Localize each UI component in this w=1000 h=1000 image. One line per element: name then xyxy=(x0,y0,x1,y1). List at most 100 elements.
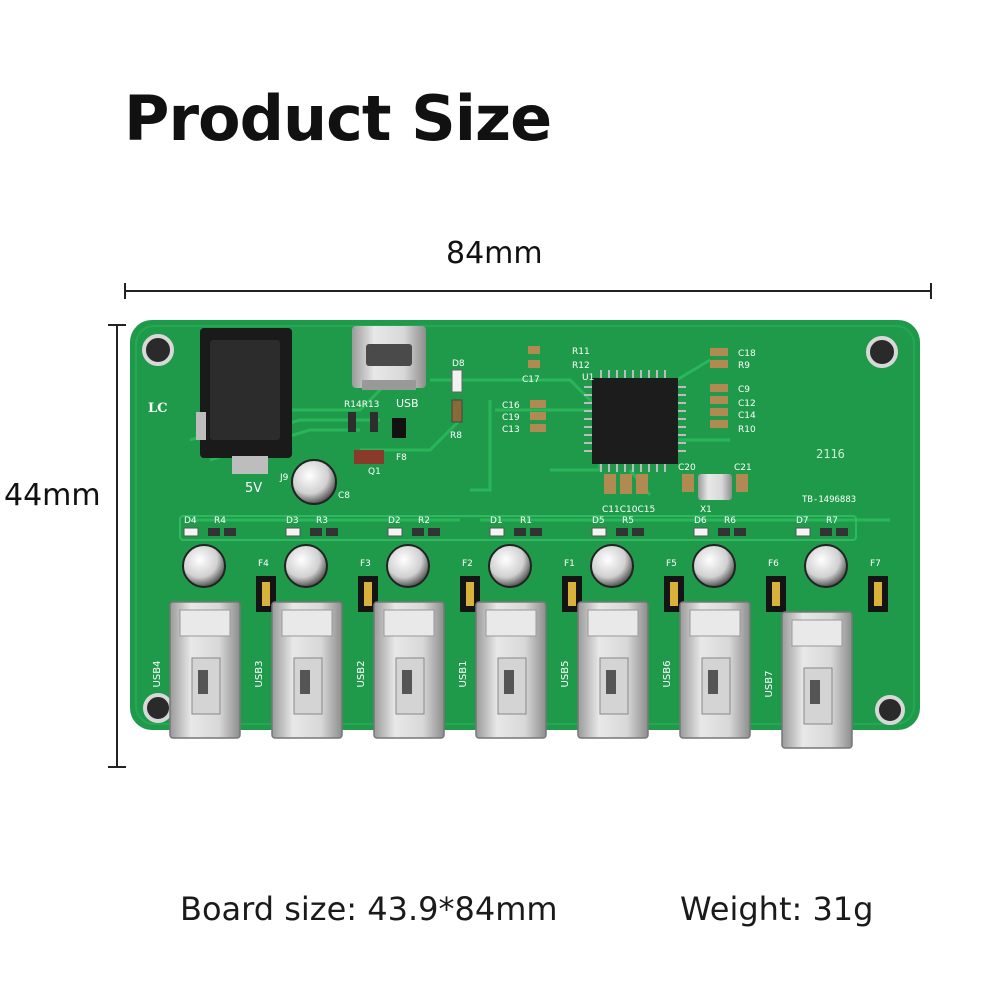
power-silk-label: 5V xyxy=(245,481,262,496)
usb-port-silk-label: USB5 xyxy=(560,661,571,688)
polyfuse: F4 xyxy=(256,559,276,612)
width-dimension-label: 84mm xyxy=(446,236,543,271)
polyfuse: F1 xyxy=(562,559,582,612)
resistor-chip xyxy=(412,528,424,536)
c17-silk: C17 xyxy=(522,375,540,385)
fuse-silk-label: F1 xyxy=(564,559,575,569)
fuse-silk-label: F7 xyxy=(870,559,881,569)
electrolytic-capacitor xyxy=(182,544,226,588)
led-silk-label: D1 xyxy=(490,516,503,526)
c16-silk: C16 xyxy=(502,401,520,411)
fuse-silk-label: F6 xyxy=(768,559,779,569)
resistor-chip xyxy=(632,528,644,536)
usb-a-port: USB5 xyxy=(560,601,649,739)
led-indicator: D7 R7 xyxy=(795,516,848,537)
resistor-chip xyxy=(530,528,542,536)
usb-a-port: USB7 xyxy=(764,611,853,749)
logo-silk-label: LC xyxy=(148,401,168,416)
c11c10c15-silk: C11C10C15 xyxy=(602,505,655,515)
u1-silk: U1 xyxy=(582,373,594,383)
led-silk-label: D5 xyxy=(592,516,605,526)
c12-silk: C12 xyxy=(738,399,756,409)
r11-silk: R11 xyxy=(572,347,590,357)
smd-caps-right-of-chip xyxy=(710,348,728,428)
usb-port-silk-label: USB1 xyxy=(458,661,469,688)
r8-silk: R8 xyxy=(450,431,462,441)
usb-port-silk-label: USB6 xyxy=(662,661,673,688)
usb-a-port: USB6 xyxy=(662,601,751,739)
serial-silk: TB-1496883 xyxy=(802,495,856,505)
c20-silk: C20 xyxy=(678,463,696,473)
f8-silk: F8 xyxy=(396,453,407,463)
resistor-silk-label: R7 xyxy=(826,516,838,526)
x1-silk: X1 xyxy=(700,505,712,515)
c21-silk: C21 xyxy=(734,463,752,473)
led-chip xyxy=(591,527,607,537)
d8-silk: D8 xyxy=(452,359,465,369)
polyfuse: F6 xyxy=(766,559,786,612)
led-indicator: D5 R5 xyxy=(591,516,644,537)
resistor-chip xyxy=(310,528,322,536)
dc-power-jack xyxy=(196,328,292,474)
usb-port-silk-label: USB2 xyxy=(356,661,367,688)
smd-caps-left-of-chip xyxy=(528,346,546,432)
led-indicator: D2 R2 xyxy=(387,516,440,537)
resistor-chip xyxy=(836,528,848,536)
c8-silk: C8 xyxy=(338,491,350,501)
resistor-chip xyxy=(428,528,440,536)
polyfuse: F5 xyxy=(664,559,684,612)
c19-silk: C19 xyxy=(502,413,520,423)
led-chip xyxy=(795,527,811,537)
electrolytic-capacitor xyxy=(386,544,430,588)
usb-a-port: USB2 xyxy=(356,601,445,739)
led-silk-label: D3 xyxy=(286,516,299,526)
led-chip xyxy=(183,527,199,537)
electrolytic-capacitor xyxy=(488,544,532,588)
led-chip xyxy=(285,527,301,537)
led-chip xyxy=(693,527,709,537)
led-silk-label: D7 xyxy=(796,516,809,526)
crystal-and-caps xyxy=(604,474,748,500)
c18-silk: C18 xyxy=(738,349,756,359)
led-chip xyxy=(387,527,403,537)
width-dimension-tick-right xyxy=(930,283,932,299)
height-dimension-tick-bottom xyxy=(108,766,126,768)
resistor-silk-label: R1 xyxy=(520,516,532,526)
resistor-chip xyxy=(208,528,220,536)
page-title: Product Size xyxy=(124,82,552,155)
resistor-silk-label: R2 xyxy=(418,516,430,526)
board-size-caption: Board size: 43.9*84mm xyxy=(180,890,558,928)
board-code-silk: 2116 xyxy=(816,447,845,461)
resistor-chip xyxy=(734,528,746,536)
polyfuse: F7 xyxy=(868,559,888,612)
resistor-chip xyxy=(616,528,628,536)
c13-silk: C13 xyxy=(502,425,520,435)
led-chip xyxy=(489,527,505,537)
led-indicator: D1 R1 xyxy=(489,516,542,537)
j9-silk: J9 xyxy=(279,473,289,483)
led-silk-label: D6 xyxy=(694,516,707,526)
led-silk-label: D2 xyxy=(388,516,401,526)
main-electrolytic-capacitor xyxy=(291,459,337,505)
resistor-chip xyxy=(718,528,730,536)
usb-silk-label: USB xyxy=(396,397,419,410)
usb-a-port: USB3 xyxy=(254,601,343,739)
width-dimension-line xyxy=(124,290,932,292)
usb-hub-controller-chip xyxy=(584,370,686,472)
r12-silk: R12 xyxy=(572,361,590,371)
usb-port-silk-label: USB3 xyxy=(254,661,265,688)
fuse-silk-label: F3 xyxy=(360,559,371,569)
resistor-chip xyxy=(224,528,236,536)
resistor-chip xyxy=(820,528,832,536)
resistor-silk-label: R5 xyxy=(622,516,634,526)
r9-silk: R9 xyxy=(738,361,750,371)
height-dimension-line xyxy=(116,324,118,768)
usb-a-port: USB1 xyxy=(458,601,547,739)
electrolytic-capacitor xyxy=(804,544,848,588)
polyfuse: F2 xyxy=(460,559,480,612)
fuse-silk-label: F5 xyxy=(666,559,677,569)
led-silk-label: D4 xyxy=(184,516,197,526)
electrolytic-capacitor xyxy=(590,544,634,588)
